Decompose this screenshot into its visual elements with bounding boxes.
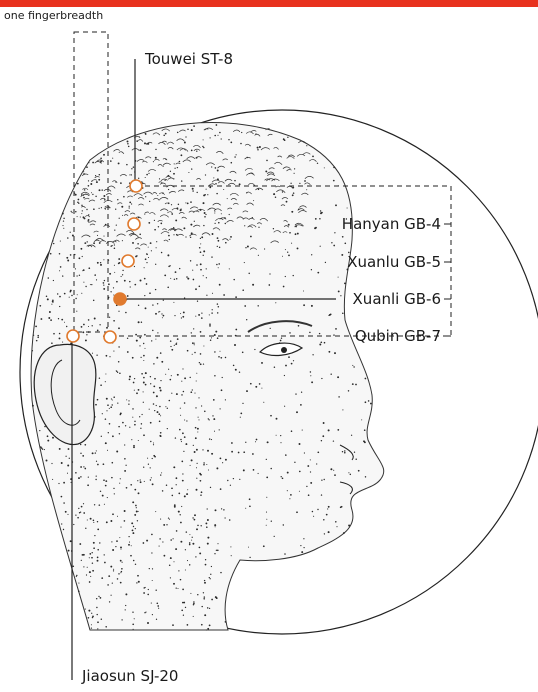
point-hanyan[interactable] [128,218,140,230]
point-xuanlu[interactable] [122,255,134,267]
label-xuanlu: Xuanlu GB-5 [347,253,441,271]
label-jiaosun: Jiaosun SJ-20 [81,667,178,685]
point-qubin[interactable] [104,331,116,343]
label-qubin: Qubin GB-7 [355,327,441,345]
label-xuanli: Xuanli GB-6 [353,290,441,308]
label-hanyan: Hanyan GB-4 [342,215,441,233]
top-banner [0,0,538,7]
point-xuanli[interactable] [114,293,126,305]
point-touwei[interactable] [130,180,142,192]
point-jiaosun[interactable] [67,330,79,342]
label-touwei: Touwei ST-8 [144,50,233,68]
fingerbreadth-label: one fingerbreadth [4,9,103,22]
